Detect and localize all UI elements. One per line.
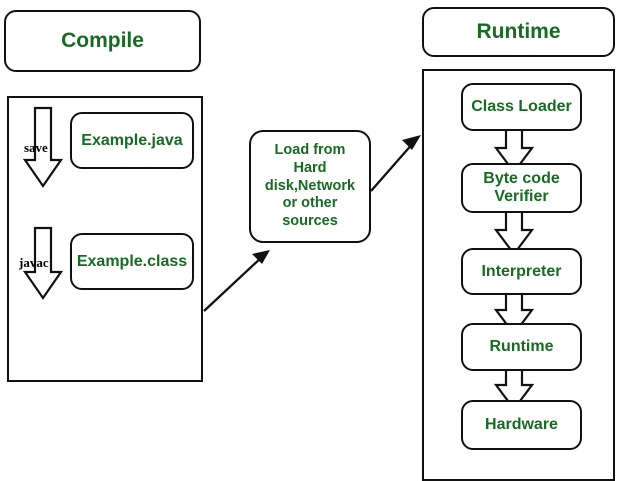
load-to-runtime-arrow [370,135,421,192]
node-runtime: Runtime [461,323,582,371]
node-class-loader: Class Loader [461,83,582,131]
node-load-from-source: Load from Hard disk,Network or other sou… [249,130,371,243]
node-example-java: Example.java [70,112,194,169]
edge-label-save: save [24,140,48,155]
node-hardware: Hardware [461,400,582,450]
class-to-load-arrow [203,250,270,312]
node-interpreter: Interpreter [461,248,582,295]
compile-header-box: Compile [4,10,201,72]
edge-label-javac: javac [19,255,49,270]
node-byte-code-verifier: Byte code Verifier [461,163,582,213]
javac-block-arrow [22,226,64,300]
node-example-class: Example.class [70,233,194,290]
compile-section-container [7,96,203,382]
runtime-header-box: Runtime [422,7,615,57]
save-block-arrow [22,106,64,188]
